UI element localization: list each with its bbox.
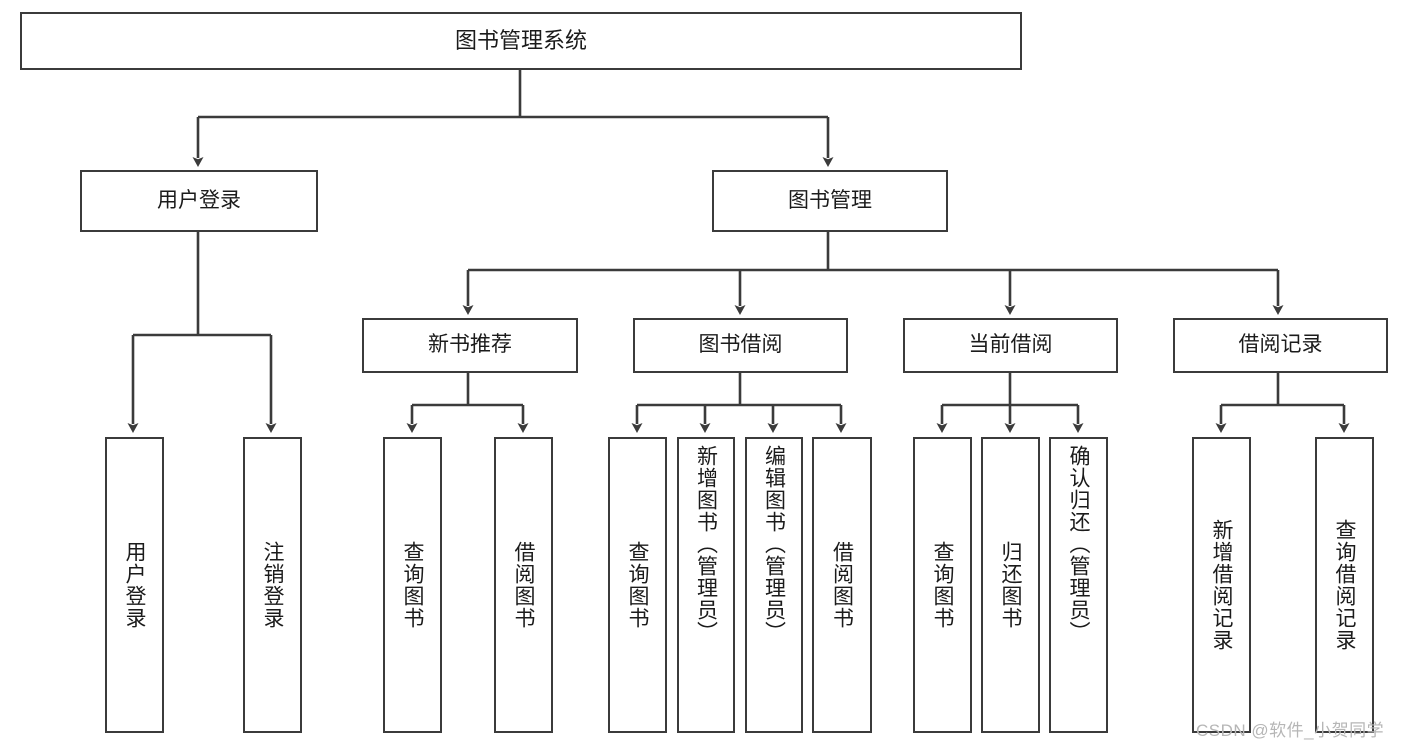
- node-label: 借阅记录: [1238, 333, 1323, 357]
- node-book-borrow[interactable]: 图书借阅: [633, 318, 848, 373]
- node-book-management[interactable]: 图书管理: [712, 170, 948, 232]
- leaf-edit-book-admin[interactable]: 编辑图书（管理员）: [745, 437, 803, 733]
- csdn-watermark: CSDN @软件_小贺同学: [1196, 721, 1385, 740]
- leaf-add-borrow-record[interactable]: 新增借阅记录: [1192, 437, 1251, 733]
- node-label: 用户登录: [123, 541, 146, 629]
- leaf-query-book-borrow[interactable]: 查询图书: [608, 437, 667, 733]
- node-label: 查询图书: [931, 541, 954, 629]
- node-label: 编辑图书（管理员）: [762, 445, 786, 643]
- leaf-query-book-recommend[interactable]: 查询图书: [383, 437, 442, 733]
- node-label: 图书管理: [788, 188, 872, 212]
- node-label: 借阅图书: [512, 541, 535, 629]
- node-new-book-recommend[interactable]: 新书推荐: [362, 318, 578, 373]
- node-label: 借阅图书: [830, 541, 854, 629]
- node-current-borrow[interactable]: 当前借阅: [903, 318, 1118, 373]
- leaf-query-book-current[interactable]: 查询图书: [913, 437, 972, 733]
- node-user-login[interactable]: 用户登录: [80, 170, 318, 232]
- leaf-borrow-book[interactable]: 借阅图书: [812, 437, 872, 733]
- node-label: 注销登录: [261, 541, 284, 629]
- leaf-add-book-admin[interactable]: 新增图书（管理员）: [677, 437, 735, 733]
- node-label: 查询借阅记录: [1333, 519, 1356, 651]
- node-label: 新书推荐: [428, 333, 512, 357]
- leaf-borrow-book-recommend[interactable]: 借阅图书: [494, 437, 553, 733]
- leaf-query-borrow-record[interactable]: 查询借阅记录: [1315, 437, 1374, 733]
- node-label: 新增借阅记录: [1210, 519, 1233, 651]
- node-label: 当前借阅: [968, 333, 1053, 357]
- leaf-logout[interactable]: 注销登录: [243, 437, 302, 733]
- leaf-return-book[interactable]: 归还图书: [981, 437, 1040, 733]
- node-label: 归还图书: [999, 541, 1022, 629]
- node-borrow-record[interactable]: 借阅记录: [1173, 318, 1388, 373]
- node-label: 图书借阅: [698, 333, 783, 357]
- node-label: 新增图书（管理员）: [694, 445, 718, 643]
- node-label: 确认归还（管理员）: [1067, 445, 1090, 643]
- node-label: 查询图书: [401, 541, 424, 629]
- leaf-user-login[interactable]: 用户登录: [105, 437, 164, 733]
- node-root-system[interactable]: 图书管理系统: [20, 12, 1022, 70]
- node-label: 查询图书: [626, 541, 649, 629]
- leaf-confirm-return-admin[interactable]: 确认归还（管理员）: [1049, 437, 1108, 733]
- node-label: 图书管理系统: [454, 28, 587, 54]
- node-label: 用户登录: [157, 188, 241, 212]
